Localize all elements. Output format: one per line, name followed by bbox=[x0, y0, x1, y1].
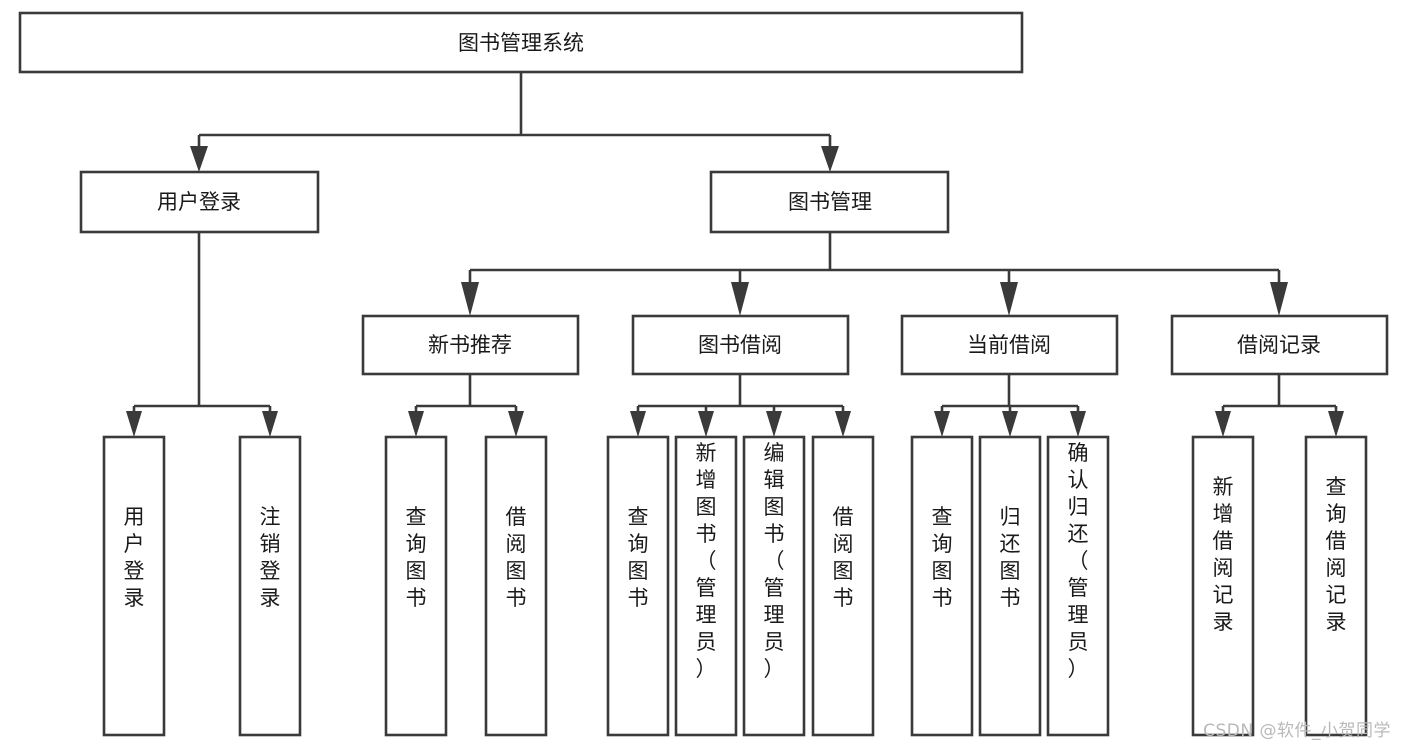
arrow-leaf-add-book bbox=[698, 411, 714, 437]
node-leaf-confirm-return-box[interactable] bbox=[1046, 435, 1110, 737]
csdn-watermark: CSDN @软件_小贺同学 bbox=[1203, 721, 1391, 741]
node-user-login-box[interactable] bbox=[79, 170, 320, 234]
node-user-login[interactable]: 用户登录 bbox=[79, 170, 320, 234]
node-leaf-user-login-label: 用户登录 bbox=[124, 505, 145, 610]
node-leaf-borrow-book-1[interactable]: 借阅图书 bbox=[484, 435, 548, 737]
node-borrow-record-label: 借阅记录 bbox=[1237, 333, 1321, 357]
node-leaf-return-book-label: 归还图书 bbox=[1000, 505, 1021, 610]
node-leaf-query-book-1-label: 查询图书 bbox=[406, 505, 427, 610]
node-borrow-record-box[interactable] bbox=[1170, 314, 1389, 376]
node-leaf-user-login-box[interactable] bbox=[102, 435, 166, 737]
node-leaf-borrow-book-1-label: 借阅图书 bbox=[506, 505, 527, 610]
node-leaf-user-login[interactable]: 用户登录 bbox=[102, 435, 166, 737]
node-leaf-confirm-return[interactable]: 确认归还（管理员） bbox=[1046, 435, 1110, 737]
node-root[interactable]: 图书管理系统 bbox=[18, 11, 1024, 74]
arrow-user-login bbox=[190, 146, 208, 172]
arrow-leaf-query-record bbox=[1328, 411, 1344, 437]
arrow-new-book-recommend bbox=[461, 282, 479, 316]
node-leaf-query-book-3-box[interactable] bbox=[910, 435, 974, 737]
arrow-leaf-query-book-1 bbox=[408, 411, 424, 437]
node-root-box[interactable] bbox=[18, 11, 1024, 74]
node-leaf-query-book-3[interactable]: 查询图书 bbox=[910, 435, 974, 737]
arrow-leaf-add-record bbox=[1215, 411, 1231, 437]
node-leaf-borrow-book-2-box[interactable] bbox=[811, 435, 875, 737]
node-current-borrow-box[interactable] bbox=[900, 314, 1119, 376]
node-root-label: 图书管理系统 bbox=[458, 31, 584, 55]
node-leaf-edit-book[interactable]: 编辑图书（管理员） bbox=[742, 435, 806, 737]
node-new-book-recommend-box[interactable] bbox=[361, 314, 580, 376]
node-leaf-edit-book-label: 编辑图书（管理员） bbox=[764, 441, 785, 681]
node-leaf-add-record-box[interactable] bbox=[1191, 435, 1255, 737]
node-book-borrow[interactable]: 图书借阅 bbox=[631, 314, 850, 376]
node-leaf-edit-book-box[interactable] bbox=[742, 435, 806, 737]
node-leaf-add-record[interactable]: 新增借阅记录 bbox=[1191, 435, 1255, 737]
node-leaf-query-book-1-box[interactable] bbox=[384, 435, 448, 737]
arrow-leaf-user-login bbox=[126, 411, 142, 437]
arrow-leaf-edit-book bbox=[766, 411, 782, 437]
node-book-borrow-label: 图书借阅 bbox=[698, 333, 782, 357]
node-new-book-recommend[interactable]: 新书推荐 bbox=[361, 314, 580, 376]
node-leaf-user-logout-box[interactable] bbox=[238, 435, 302, 737]
arrow-book-manage bbox=[821, 146, 839, 172]
node-book-manage-label: 图书管理 bbox=[788, 190, 872, 214]
node-current-borrow[interactable]: 当前借阅 bbox=[900, 314, 1119, 376]
node-book-manage-box[interactable] bbox=[709, 170, 950, 234]
node-leaf-borrow-book-2[interactable]: 借阅图书 bbox=[811, 435, 875, 737]
arrow-leaf-borrow-book-1 bbox=[508, 411, 524, 437]
node-leaf-query-record-label: 查询借阅记录 bbox=[1326, 475, 1347, 634]
node-leaf-add-book[interactable]: 新增图书（管理员） bbox=[674, 435, 738, 737]
connector-layer bbox=[126, 72, 1344, 437]
node-leaf-user-logout-label: 注销登录 bbox=[260, 505, 281, 610]
node-leaf-add-book-label: 新增图书（管理员） bbox=[696, 441, 717, 681]
node-user-login-label: 用户登录 bbox=[157, 190, 241, 214]
node-leaf-return-book-box[interactable] bbox=[978, 435, 1042, 737]
node-leaf-add-record-label: 新增借阅记录 bbox=[1213, 475, 1234, 634]
node-leaf-query-record-box[interactable] bbox=[1304, 435, 1368, 737]
node-leaf-query-book-3-label: 查询图书 bbox=[932, 505, 953, 610]
node-leaf-confirm-return-label: 确认归还（管理员） bbox=[1068, 441, 1089, 681]
arrow-leaf-borrow-book-2 bbox=[835, 411, 851, 437]
arrow-leaf-query-book-3 bbox=[934, 411, 950, 437]
node-leaf-user-logout[interactable]: 注销登录 bbox=[238, 435, 302, 737]
node-book-borrow-box[interactable] bbox=[631, 314, 850, 376]
arrow-leaf-confirm-return bbox=[1070, 411, 1086, 437]
arrow-book-borrow bbox=[731, 282, 749, 316]
arrow-leaf-return-book bbox=[1002, 411, 1018, 437]
node-current-borrow-label: 当前借阅 bbox=[967, 333, 1051, 357]
node-leaf-query-book-1[interactable]: 查询图书 bbox=[384, 435, 448, 737]
node-leaf-add-book-box[interactable] bbox=[674, 435, 738, 737]
arrow-current-borrow bbox=[1000, 282, 1018, 316]
node-leaf-query-book-2-label: 查询图书 bbox=[628, 505, 649, 610]
arrow-borrow-record bbox=[1270, 282, 1288, 316]
node-new-book-recommend-label: 新书推荐 bbox=[428, 333, 512, 357]
node-leaf-query-record[interactable]: 查询借阅记录 bbox=[1304, 435, 1368, 737]
arrow-leaf-user-logout bbox=[262, 411, 278, 437]
node-leaf-query-book-2-box[interactable] bbox=[606, 435, 670, 737]
arrow-leaf-query-book-2 bbox=[630, 411, 646, 437]
node-leaf-return-book[interactable]: 归还图书 bbox=[978, 435, 1042, 737]
node-leaf-query-book-2[interactable]: 查询图书 bbox=[606, 435, 670, 737]
node-book-manage[interactable]: 图书管理 bbox=[709, 170, 950, 234]
node-leaf-borrow-book-1-box[interactable] bbox=[484, 435, 548, 737]
node-borrow-record[interactable]: 借阅记录 bbox=[1170, 314, 1389, 376]
node-leaf-borrow-book-2-label: 借阅图书 bbox=[833, 505, 854, 610]
